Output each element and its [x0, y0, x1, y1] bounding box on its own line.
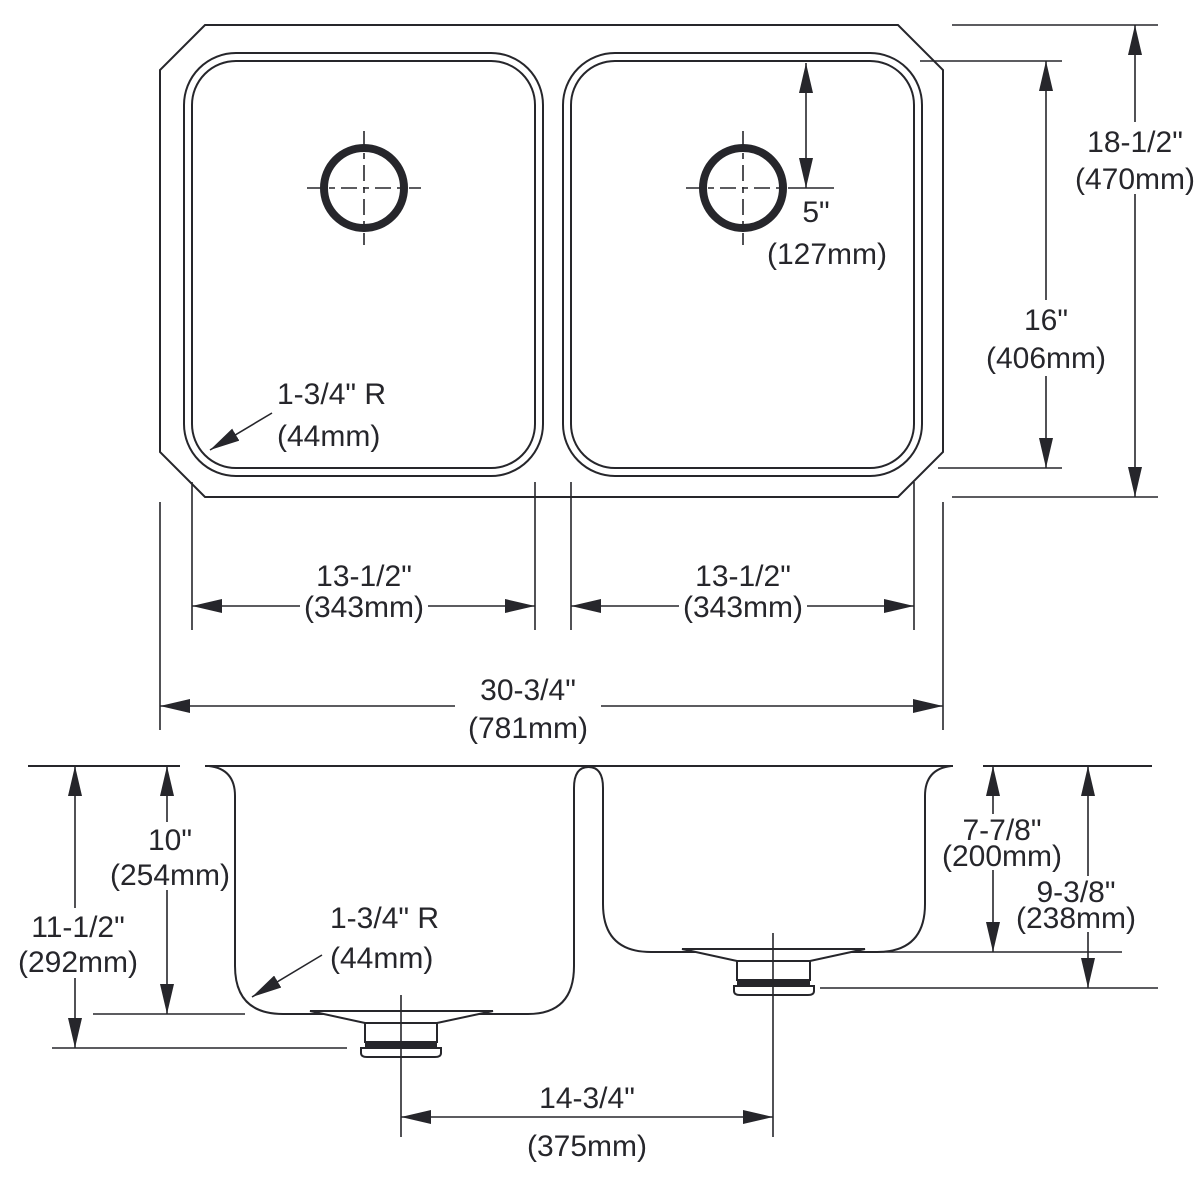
section-view: 11-1/2" (292mm) 10" (254mm) 1-3/4" R (44…: [14, 765, 1158, 1163]
plan-left-drain: [307, 131, 421, 245]
dim-right-bowl-width-metric: (343mm): [683, 591, 803, 624]
dim-left-bowl-depth-metric: (254mm): [110, 859, 230, 892]
dim-left-bowl-depth: 10" (254mm): [110, 766, 230, 1014]
label-plan-corner-radius-imperial: 1-3/4" R: [277, 378, 386, 411]
label-section-corner-radius-metric: (44mm): [330, 942, 433, 975]
dim-left-overall-depth-imperial: 11-1/2": [31, 911, 125, 944]
dim-right-bowl-depth-imperial: 7-7/8": [962, 814, 1041, 847]
plan-left-bowl-outer: [183, 52, 544, 477]
label-plan-corner-radius: 1-3/4" R (44mm): [209, 378, 386, 453]
dim-overall-width-metric: (781mm): [468, 712, 588, 745]
dim-drain-offset-imperial: 5": [802, 196, 829, 229]
section-right-drain: [681, 933, 866, 1137]
dim-overall-front-to-back-imperial: 18-1/2": [1087, 126, 1183, 159]
dim-right-overall-depth-imperial: 9-3/8": [1036, 876, 1115, 909]
dim-overall-front-to-back: 18-1/2" (470mm): [952, 24, 1200, 498]
dim-overall-width: 30-3/4" (781mm): [159, 502, 944, 745]
dim-bowl-front-to-back-metric: (406mm): [986, 342, 1106, 375]
dim-left-bowl-depth-imperial: 10": [148, 824, 192, 857]
section-left-drain: [309, 995, 494, 1137]
dim-right-bowl-width-imperial: 13-1/2": [695, 560, 791, 593]
dim-right-overall-depth-metric: (238mm): [1016, 902, 1136, 935]
dim-overall-width-imperial: 30-3/4": [480, 674, 576, 707]
dim-left-bowl-width-imperial: 13-1/2": [316, 560, 412, 593]
dim-bowl-front-to-back: 16" (406mm): [920, 60, 1110, 469]
plan-view: 5" (127mm) 16" (406mm) 18-1/2" (470mm) 1…: [159, 24, 1200, 745]
dim-drain-spacing-imperial: 14-3/4": [539, 1082, 635, 1115]
dim-left-bowl-width: 13-1/2" (343mm): [191, 482, 536, 630]
label-plan-corner-radius-metric: (44mm): [277, 420, 380, 453]
dim-drain-offset-metric: (127mm): [767, 238, 887, 271]
dim-right-overall-depth: 9-3/8" (238mm): [1006, 766, 1146, 988]
plan-right-drain: [686, 131, 834, 245]
dim-right-bowl-depth: 7-7/8" (200mm): [938, 766, 1068, 952]
dim-right-bowl-width: 13-1/2" (343mm): [570, 482, 915, 630]
dim-overall-front-to-back-metric: (470mm): [1075, 163, 1195, 196]
dim-left-bowl-width-metric: (343mm): [304, 591, 424, 624]
plan-right-bowl-inner: [570, 60, 915, 469]
dim-drain-spacing-metric: (375mm): [527, 1130, 647, 1163]
plan-left-bowl-inner: [191, 60, 536, 469]
plan-outer-rim: [159, 24, 944, 498]
label-section-corner-radius: 1-3/4" R (44mm): [251, 902, 439, 998]
dim-left-overall-depth-metric: (292mm): [18, 946, 138, 979]
dim-drain-spacing: 14-3/4" (375mm): [401, 1082, 773, 1163]
dim-left-overall-depth: 11-1/2" (292mm): [14, 766, 144, 1048]
dim-bowl-front-to-back-imperial: 16": [1024, 304, 1068, 337]
label-section-corner-radius-imperial: 1-3/4" R: [330, 902, 439, 935]
plan-right-bowl-outer: [562, 52, 923, 477]
dim-drain-offset: 5" (127mm): [767, 63, 887, 271]
dim-right-bowl-depth-metric: (200mm): [942, 840, 1062, 873]
section-body-profile: [208, 765, 952, 1015]
